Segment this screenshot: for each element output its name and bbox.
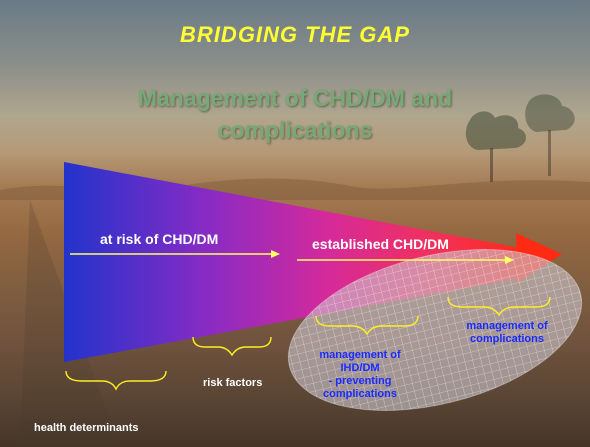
label-line: - preventing xyxy=(328,375,392,387)
slide-title: BRIDGING THE GAP xyxy=(180,22,410,47)
label-management-ihd: management of IHD/DM - preventing compli… xyxy=(312,349,408,401)
progression-wedge xyxy=(64,162,520,362)
label-health-determinants: health determinants xyxy=(34,422,139,434)
brace-health-determinants xyxy=(65,370,167,391)
subtitle-line-1: Management of CHD/DM and xyxy=(137,85,453,111)
label-management-complications: management of complications xyxy=(444,320,570,346)
brace-risk-factors xyxy=(192,336,272,357)
label-established: established CHD/DM xyxy=(312,236,449,252)
label-line: IHD/DM xyxy=(340,362,380,374)
slide-subtitle: Management of CHD/DM and complications xyxy=(0,82,590,146)
label-at-risk: at risk of CHD/DM xyxy=(100,231,219,247)
established-arrow xyxy=(297,256,514,264)
label-line: complications xyxy=(323,388,397,400)
label-line: complications xyxy=(470,333,544,345)
highlight-oval xyxy=(287,249,583,411)
at-risk-arrow xyxy=(70,250,280,258)
label-risk-factors: risk factors xyxy=(203,377,263,389)
subtitle-line-2: complications xyxy=(217,117,373,143)
brace-management-ihd xyxy=(315,315,419,336)
label-line: management of xyxy=(466,320,548,332)
brace-management-complications xyxy=(447,296,551,317)
label-line: management of xyxy=(319,349,401,361)
